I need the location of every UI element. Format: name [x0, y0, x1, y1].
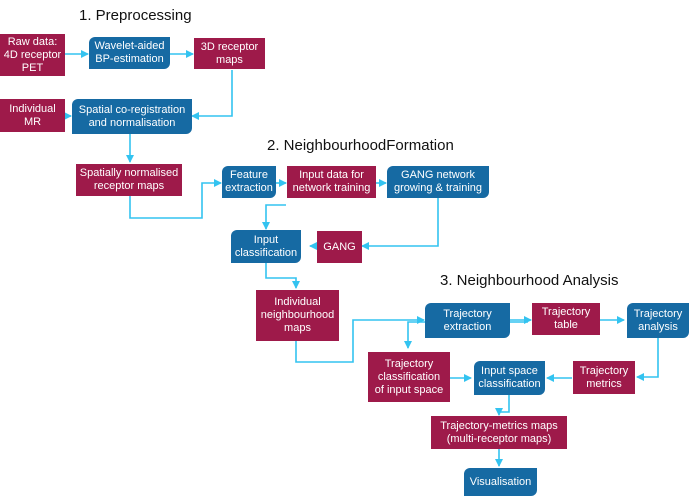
- arrow-inputdata-to-input-classification: [262, 204, 286, 230]
- section-title-neighbourhood-formation: 2. NeighbourhoodFormation: [267, 137, 454, 154]
- node-trajectory-table: Trajectory table: [532, 303, 600, 335]
- node-trajectory-analysis: Trajectory analysis: [627, 303, 689, 338]
- arrow-input-space-to-metrics-maps: [495, 395, 510, 416]
- node-feature-extraction: Feature extraction: [222, 166, 276, 198]
- node-spatially-normalised-maps: Spatially normalised receptor maps: [76, 164, 182, 196]
- node-input-space-classification: Input space classification: [474, 361, 545, 395]
- node-raw-data: Raw data: 4D receptor PET: [0, 34, 65, 76]
- node-wavelet-bp-estimation: Wavelet-aided BP-estimation: [89, 37, 170, 69]
- section-title-preprocessing: 1. Preprocessing: [79, 7, 192, 24]
- arrow-normalised-to-feature: [129, 179, 222, 219]
- node-input-classification: Input classification: [231, 230, 301, 263]
- node-trajectory-metrics-maps: Trajectory-metrics maps (multi-receptor …: [431, 416, 567, 449]
- node-spatial-coregistration: Spatial co-registration and normalisatio…: [72, 99, 192, 134]
- node-visualisation: Visualisation: [464, 468, 537, 496]
- node-individual-neighbourhood-maps: Individual neighbourhood maps: [256, 290, 339, 341]
- node-trajectory-extraction: Trajectory extraction: [425, 303, 510, 338]
- node-trajectory-classification-input-space: Trajectory classification of input space: [368, 352, 450, 402]
- arrow-analysis-to-metrics: [636, 338, 659, 381]
- arrow-3d-to-coreg: [191, 70, 233, 120]
- node-input-data-network-training: Input data for network training: [287, 166, 376, 198]
- node-trajectory-metrics: Trajectory metrics: [573, 361, 635, 394]
- node-3d-receptor-maps: 3D receptor maps: [194, 38, 265, 69]
- arrow-gang-network-to-gang: [361, 198, 439, 250]
- arrow-input-classification-to-individual-maps: [265, 263, 300, 289]
- node-gang: GANG: [317, 231, 362, 263]
- node-individual-mr: Individual MR: [0, 99, 65, 132]
- arrow-individual-maps-to-trajectory-extraction: [295, 316, 425, 363]
- section-title-neighbourhood-analysis: 3. Neighbourhood Analysis: [440, 272, 619, 289]
- node-gang-network-growing: GANG network growing & training: [387, 166, 489, 198]
